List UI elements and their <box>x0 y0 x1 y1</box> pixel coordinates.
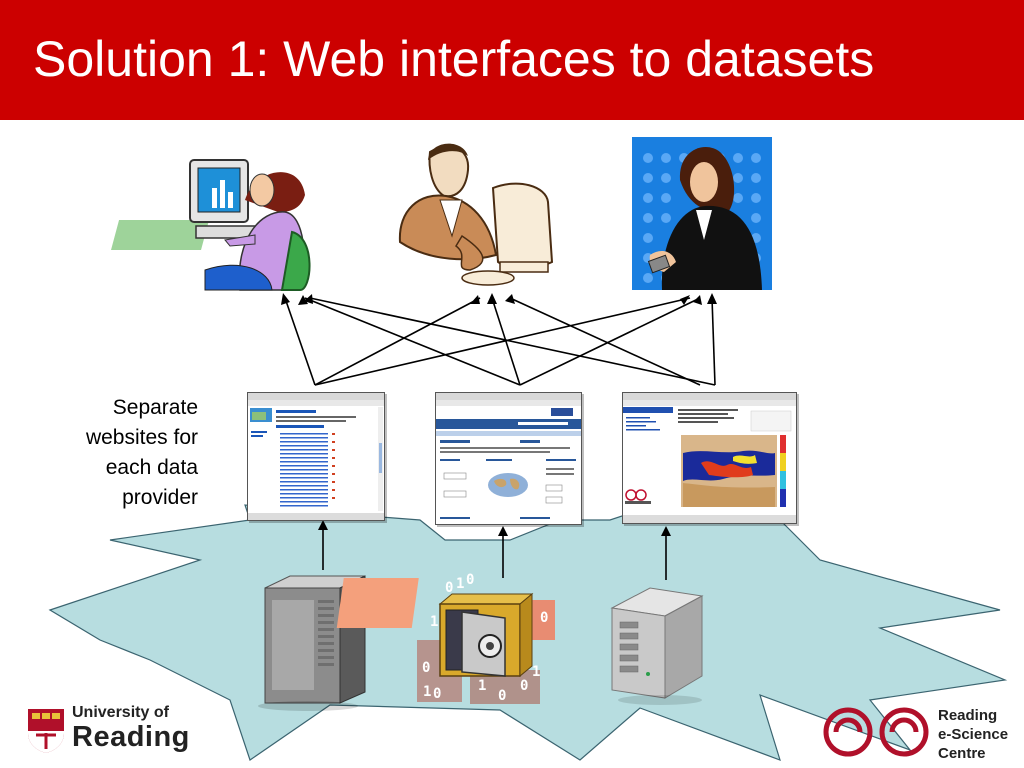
data-provider-site-2 <box>435 392 582 525</box>
arrowheads-users <box>281 293 717 305</box>
data-safe-icon: 0 1 0 1 0 0 1 0 1 0 0 1 <box>336 572 555 704</box>
svg-text:1: 1 <box>478 678 486 694</box>
reading-escience-centre-swirl-icon <box>823 707 929 757</box>
man-at-computer-icon <box>398 143 554 286</box>
university-name-line1: University of <box>72 704 169 721</box>
woman-at-computer-icon <box>111 159 311 291</box>
title-bar: Solution 1: Web interfaces to datasets <box>0 0 1024 120</box>
svg-text:1: 1 <box>456 576 464 592</box>
data-provider-site-3 <box>622 392 797 524</box>
site-3-thumbnail <box>623 393 796 523</box>
svg-text:0: 0 <box>466 572 474 588</box>
escience-line3: Centre <box>938 745 986 762</box>
side-label: Separate websites for each data provider <box>85 396 198 509</box>
binary-digits: 0 1 0 1 0 0 1 0 1 0 0 1 <box>422 572 548 704</box>
slide-title: Solution 1: Web interfaces to datasets <box>33 31 875 87</box>
university-name-line2: Reading <box>72 721 190 753</box>
svg-text:1: 1 <box>423 684 431 700</box>
university-crest-icon <box>28 709 64 753</box>
svg-text:0: 0 <box>445 580 453 596</box>
svg-text:0: 0 <box>520 678 528 694</box>
university-of-reading-logo: University of Reading <box>26 703 196 761</box>
escience-centre-name: Reading e-Science Centre <box>938 706 1008 763</box>
site-1-thumbnail <box>248 393 384 520</box>
arrowheads-sites <box>318 520 671 536</box>
svg-text:0: 0 <box>422 660 430 676</box>
svg-text:1: 1 <box>532 664 540 680</box>
svg-text:0: 0 <box>433 686 441 702</box>
svg-text:0: 0 <box>540 610 548 626</box>
data-provider-site-1 <box>247 392 385 521</box>
arrows-to-users <box>284 297 716 386</box>
server-unit-icon <box>610 587 704 705</box>
arrows-server-to-site <box>322 524 667 580</box>
svg-text:1: 1 <box>430 614 438 630</box>
escience-line1: Reading <box>938 707 998 724</box>
svg-text:0: 0 <box>498 688 506 704</box>
escience-line2: e-Science <box>938 726 1009 743</box>
site-2-thumbnail <box>436 393 581 519</box>
woman-with-pda-icon <box>632 137 772 290</box>
